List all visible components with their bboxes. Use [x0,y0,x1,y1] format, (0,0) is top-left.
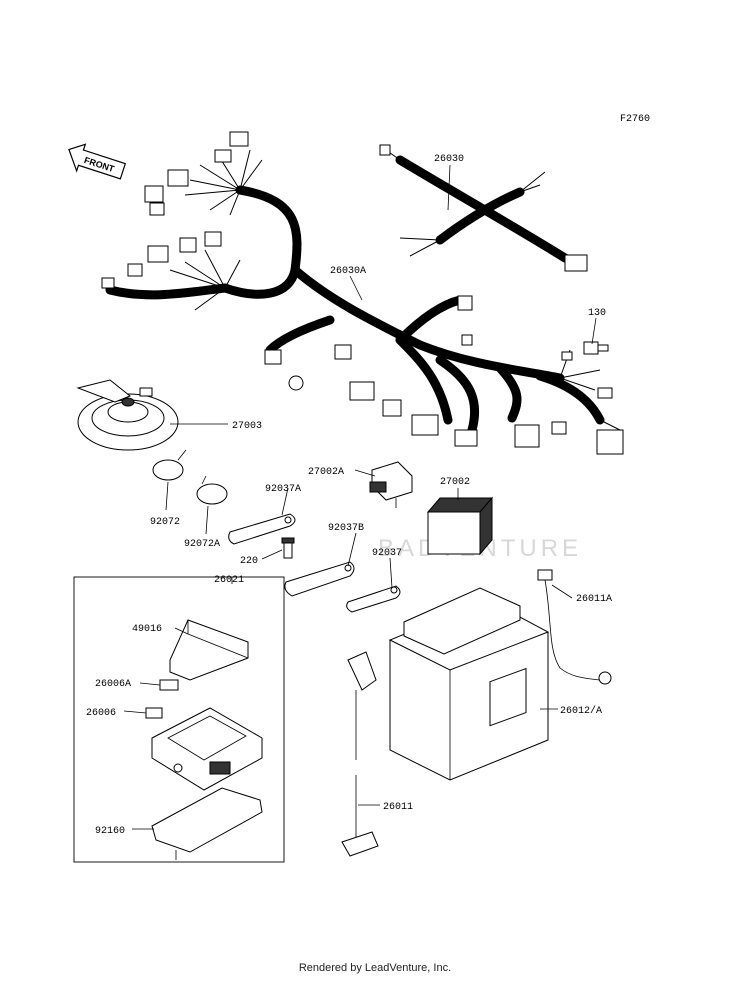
horn-27003 [76,379,179,451]
clamp-92072 [152,449,187,481]
callout-92160: 92160 [95,826,125,837]
callout-26030a: 26030A [330,266,366,277]
fuse-box-frame [73,576,285,863]
sub-harness-26030 [379,144,588,272]
clamp-92072a [196,475,228,505]
cover-49016 [169,619,249,681]
strap-92037b [284,561,355,597]
battery-26012a [388,587,550,781]
bolt-220 [281,537,295,559]
footer-credit: Rendered by LeadVenture, Inc. [298,962,452,974]
callout-26012a: 26012/A [560,705,602,717]
callout-27002: 27002 [440,477,470,488]
callout-26006a: 26006A [95,679,131,690]
main-harness-26030a [101,131,624,455]
callout-26021: 26021 [214,575,244,586]
callout-26006: 26006 [86,708,116,719]
strap-92037a [228,513,296,545]
relay-27002a [369,461,413,508]
bolt-130 [583,341,609,355]
fuse-26006a [159,679,179,691]
callout-27002a: 27002A [308,467,344,478]
callout-26030: 26030 [434,154,464,165]
callout-49016: 49016 [132,624,162,635]
strap-92037 [346,585,401,613]
callout-92072a: 92072A [184,539,220,550]
leader-lines [123,164,597,830]
callout-130: 130 [588,308,606,319]
cable-26011 [341,651,379,857]
callout-92037b: 92037B [328,523,364,534]
callout-26011: 26011 [383,802,413,813]
cover-92160 [151,787,263,853]
callout-27003: 27003 [232,421,262,432]
callout-92037a: 92037A [265,484,301,495]
fuse-26006 [145,707,163,719]
fuse-block [151,707,263,791]
callout-26011a: 26011A [576,594,612,605]
figure-code: F2760 [620,114,650,125]
front-arrow: FRONT [68,143,127,180]
relay-27002 [426,496,494,556]
cable-26011a [537,569,612,685]
callout-92037: 92037 [372,548,402,559]
callout-220: 220 [240,556,258,567]
callout-92072: 92072 [150,517,180,528]
fuse-box-group-26021 [73,576,285,863]
